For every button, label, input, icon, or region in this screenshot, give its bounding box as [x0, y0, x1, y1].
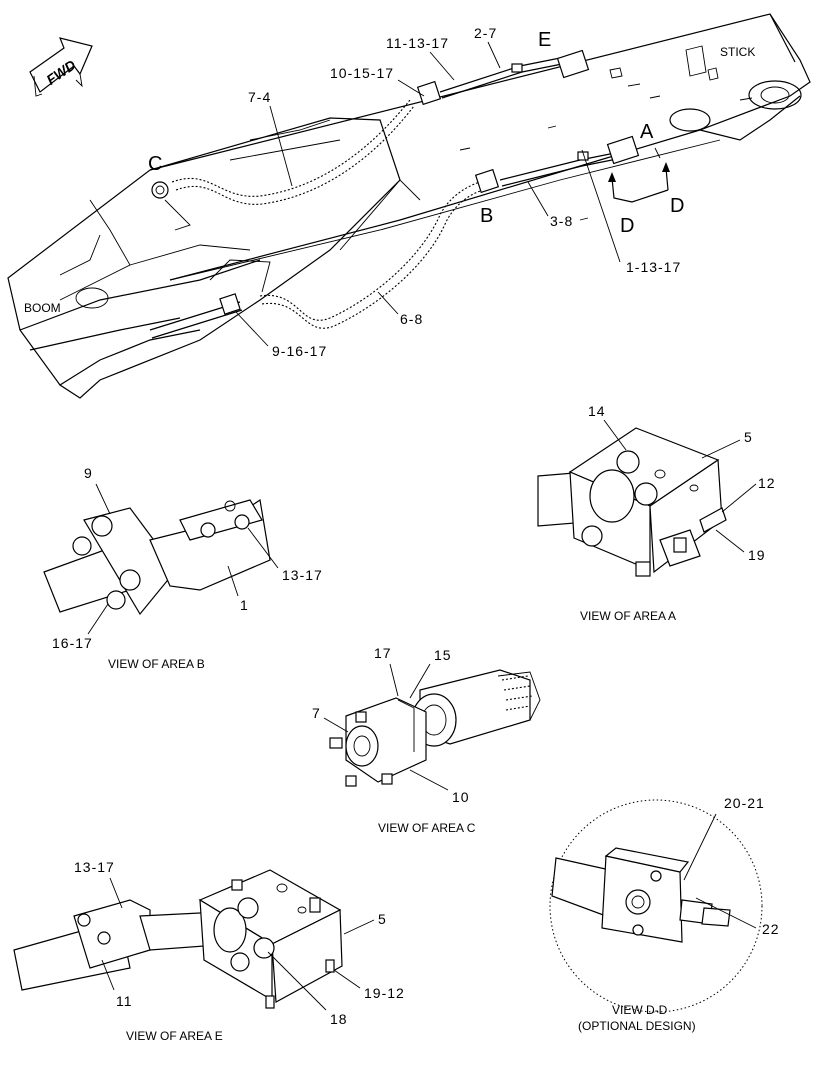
- area-b-caption: VIEW OF AREA B: [108, 657, 205, 671]
- area-c-caption: VIEW OF AREA C: [378, 821, 476, 835]
- area-letter-c: C: [148, 153, 162, 175]
- area-e-label-11: 11: [116, 993, 133, 1009]
- area-e-label-19-12: 19-12: [364, 985, 405, 1001]
- fwd-arrow-icon: FWD: [29, 37, 93, 97]
- area-c-label-10: 10: [452, 789, 470, 805]
- area-a-label-19: 19: [748, 547, 766, 563]
- callout-10-15-17: 10-15-17: [330, 65, 394, 81]
- main-assembly-view: FWD STICK: [7, 13, 811, 399]
- boom-structure: BOOM: [7, 117, 721, 399]
- stick-label: STICK: [720, 45, 755, 59]
- stick-structure: STICK: [149, 13, 811, 281]
- area-letter-a: A: [640, 121, 654, 143]
- section-dd-marker: [608, 147, 670, 203]
- area-c-label-15: 15: [434, 647, 452, 663]
- area-b-label-1: 1: [240, 597, 249, 613]
- view-area-b: 9 13-17 1 16-17 VIEW OF AREA B: [43, 465, 323, 671]
- tubes-and-hoses: [149, 57, 623, 339]
- section-letter-d-left: D: [620, 215, 634, 237]
- callout-3-8: 3-8: [550, 213, 573, 229]
- fittings: [151, 49, 640, 315]
- area-c-label-17: 17: [374, 645, 392, 661]
- callout-2-7: 2-7: [474, 25, 497, 41]
- area-e-label-18: 18: [330, 1011, 348, 1027]
- callout-1-13-17: 1-13-17: [626, 259, 681, 275]
- view-d-d: 20-21 22 VIEW D-D (OPTIONAL DESIGN): [549, 795, 780, 1033]
- area-c-label-7: 7: [312, 705, 321, 721]
- area-e-label-5: 5: [378, 911, 387, 927]
- callout-9-16-17: 9-16-17: [272, 343, 327, 359]
- callout-7-4: 7-4: [248, 89, 271, 105]
- callout-11-13-17: 11-13-17: [386, 35, 449, 51]
- area-letter-e: E: [538, 29, 551, 51]
- boom-label: BOOM: [24, 301, 61, 315]
- view-area-a: 14 5 12 19 VIEW OF AREA A: [537, 403, 776, 623]
- view-dd-label-20-21: 20-21: [724, 795, 765, 811]
- area-e-label-13-17: 13-17: [74, 859, 115, 875]
- callout-6-8: 6-8: [400, 311, 423, 327]
- area-a-label-12: 12: [758, 475, 776, 491]
- area-b-label-9: 9: [84, 465, 93, 481]
- area-letter-b: B: [480, 205, 493, 227]
- view-area-c: 17 15 7 10 VIEW OF AREA C: [312, 645, 541, 835]
- area-a-label-14: 14: [588, 403, 606, 419]
- view-dd-caption-line1: VIEW D-D: [612, 1003, 668, 1017]
- view-dd-label-22: 22: [762, 921, 780, 937]
- area-b-label-13-17: 13-17: [282, 567, 323, 583]
- view-area-e: 13-17 5 11 19-12 18 VIEW OF AREA E: [13, 859, 405, 1043]
- area-a-label-5: 5: [744, 429, 753, 445]
- area-b-label-16-17: 16-17: [52, 635, 93, 651]
- area-a-caption: VIEW OF AREA A: [580, 609, 676, 623]
- view-dd-caption-line2: (OPTIONAL DESIGN): [578, 1019, 696, 1033]
- area-e-caption: VIEW OF AREA E: [126, 1029, 223, 1043]
- section-letter-d-right: D: [670, 195, 684, 217]
